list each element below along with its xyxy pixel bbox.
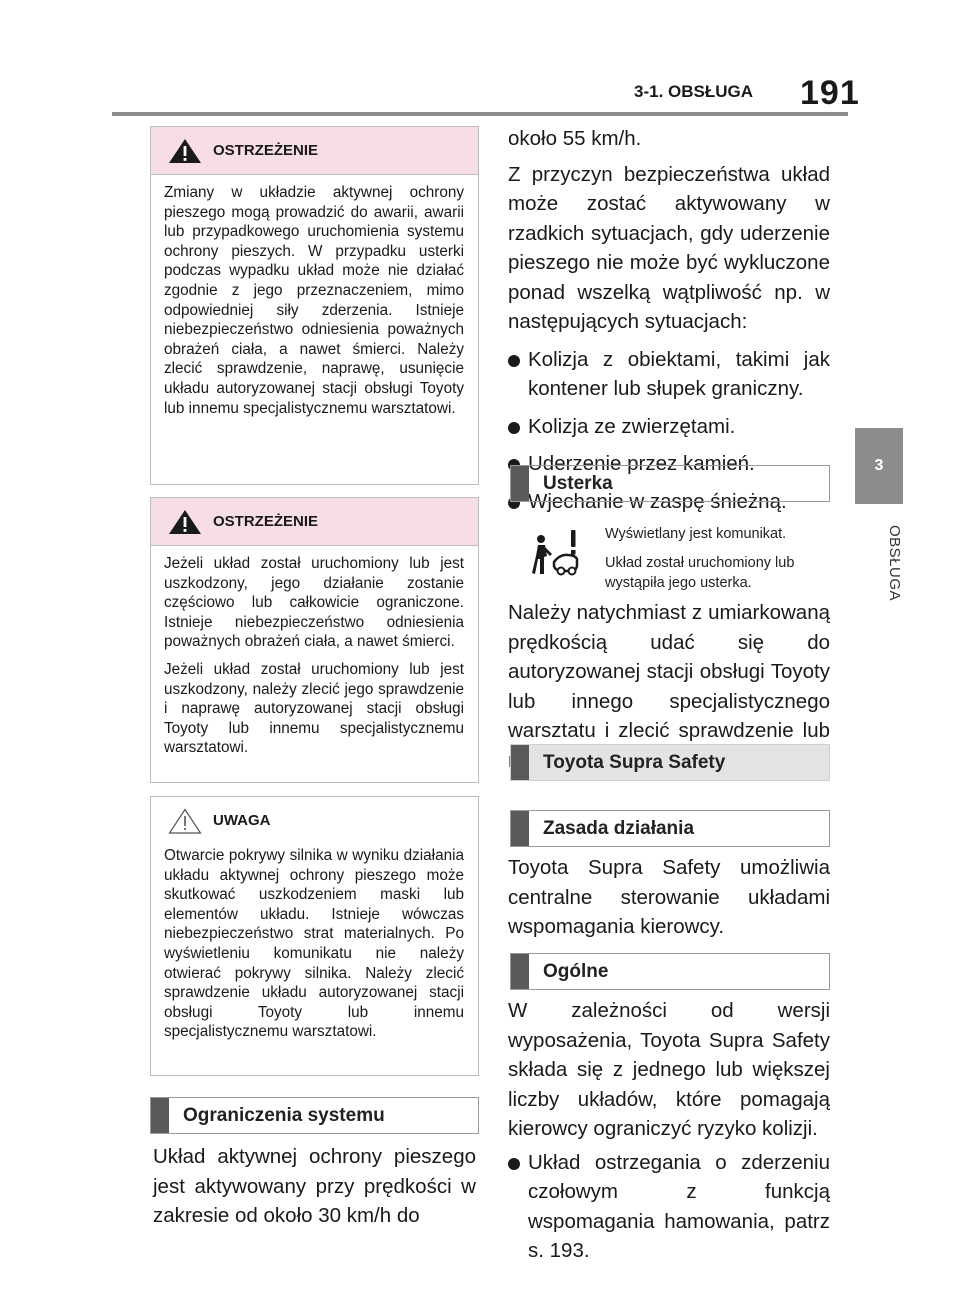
principle-text: Toyota Supra Safety umożliwia centralne … bbox=[508, 856, 830, 938]
warning-title: OSTRZEŻENIE bbox=[213, 142, 319, 159]
limits-text: Układ aktywnej ochrony pieszego jest akt… bbox=[153, 1145, 476, 1227]
section-heading-general: Ogólne bbox=[510, 953, 830, 990]
section-title-general: Ogólne bbox=[543, 960, 609, 982]
section-title-tss: Toyota Supra Safety bbox=[543, 751, 726, 773]
indicator-line-1: Wyświetlany jest komunikat. bbox=[605, 526, 787, 542]
section-heading-tss: Toyota Supra Safety bbox=[510, 744, 830, 781]
bullet-icon bbox=[508, 1157, 520, 1170]
section-heading-principle: Zasada działania bbox=[510, 810, 830, 847]
warning-title: OSTRZEŻENIE bbox=[213, 513, 319, 530]
section-heading-limits: Ograniczenia systemu bbox=[150, 1097, 479, 1134]
bullet-icon bbox=[508, 354, 520, 367]
chapter-tab: 3 bbox=[855, 428, 903, 504]
section-title-fault: Usterka bbox=[543, 472, 613, 494]
list-item: Kolizja ze zwierzętami. bbox=[508, 412, 830, 442]
list-item: Kolizja z obiektami, takimi jak kontener… bbox=[508, 345, 830, 404]
section-bar bbox=[151, 1098, 169, 1133]
page-number: 191 bbox=[800, 74, 860, 112]
section-title-principle: Zasada działania bbox=[543, 817, 695, 839]
section-bar bbox=[511, 954, 529, 989]
warning-paragraph-2: Jeżeli układ został uruchomiony lub jest… bbox=[164, 660, 464, 757]
bullet-icon bbox=[508, 421, 520, 434]
pedestrian-warning-icon bbox=[532, 530, 579, 576]
warning-triangle-icon bbox=[169, 509, 201, 534]
section-bar bbox=[511, 811, 529, 846]
warning-box-2: OSTRZEŻENIE Jeżeli układ został uruchomi… bbox=[150, 497, 479, 783]
caution-triangle-icon bbox=[168, 807, 202, 834]
fault-text: Należy natychmiast z umiarkowaną prędkoś… bbox=[508, 601, 830, 772]
header-divider bbox=[112, 112, 848, 116]
section-bar bbox=[511, 466, 529, 501]
warning-header: OSTRZEŻENIE bbox=[151, 127, 478, 175]
section-heading-fault: Usterka bbox=[510, 465, 830, 502]
situations-intro: Z przyczyn bezpieczeństwa układ może zos… bbox=[508, 162, 830, 334]
chapter-label: OBSŁUGA bbox=[886, 524, 903, 602]
caution-text: Otwarcie pokrywy silnika w wyniku działa… bbox=[164, 847, 464, 1041]
list-item: Układ ostrzegania o zderzeniu czołowym z… bbox=[508, 1148, 830, 1266]
continued-text: około 55 km/h. bbox=[508, 127, 642, 150]
warning-text: Jeżeli układ został uruchomiony lub jest… bbox=[151, 546, 478, 758]
general-paragraph: W zależności od wersji wyposażenia, Toyo… bbox=[508, 999, 830, 1140]
warning-paragraph-1: Jeżeli układ został uruchomiony lub jest… bbox=[164, 555, 464, 651]
warning-text: Zmiany w układzie aktywnej ochrony piesz… bbox=[164, 184, 464, 417]
section-title: 3-1. OBSŁUGA bbox=[634, 82, 754, 101]
warning-triangle-icon bbox=[169, 138, 201, 163]
indicator-line-2: Układ został uruchomiony lub wystąpiła j… bbox=[605, 555, 795, 591]
caution-header: UWAGA bbox=[151, 797, 478, 844]
caution-title: UWAGA bbox=[213, 812, 271, 829]
chapter-number: 3 bbox=[874, 457, 884, 474]
warning-box-1: OSTRZEŻENIE Zmiany w układzie aktywnej o… bbox=[150, 126, 479, 485]
caution-box: UWAGA Otwarcie pokrywy silnika w wyniku … bbox=[150, 796, 479, 1076]
general-text: W zależności od wersji wyposażenia, Toyo… bbox=[508, 996, 830, 1266]
right-column-text: około 55 km/h. Z przyczyn bezpieczeństwa… bbox=[508, 124, 830, 516]
warning-header: OSTRZEŻENIE bbox=[151, 498, 478, 546]
section-bar bbox=[511, 745, 529, 780]
section-title-limits: Ograniczenia systemu bbox=[183, 1104, 385, 1126]
